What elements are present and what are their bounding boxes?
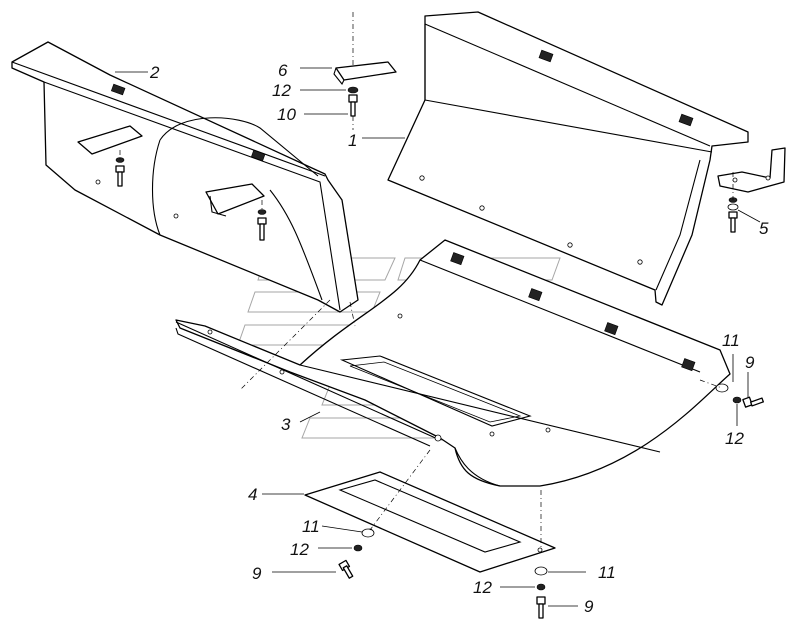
callout-11-bot: 11 — [598, 563, 616, 582]
part-9-bolt-right — [742, 396, 764, 408]
part-4-plate — [304, 471, 556, 573]
leader-lines — [115, 67, 761, 607]
part-11-washer-bot — [534, 566, 548, 576]
callout-4: 4 — [248, 485, 257, 504]
part-10-bolt — [348, 94, 358, 117]
part-3-lower-guard — [175, 239, 731, 487]
part-6-bracket — [333, 61, 397, 86]
part-11-washer-right — [715, 383, 729, 393]
callout-1: 1 — [348, 131, 357, 150]
callout-11-right: 11 — [722, 331, 740, 350]
part-2-bolt-left — [115, 157, 125, 187]
part-9-bolt-bot — [536, 596, 546, 619]
callout-5: 5 — [759, 219, 769, 238]
callout-11-low: 11 — [302, 517, 320, 536]
part-12-lockwasher-right — [732, 396, 742, 404]
part-11-washer-low — [361, 528, 375, 538]
callout-12-top: 12 — [272, 81, 291, 100]
part-12-lockwasher-low — [353, 544, 363, 552]
callout-9-bot: 9 — [584, 597, 594, 616]
part-5-bracket — [717, 147, 786, 193]
callout-6: 6 — [278, 61, 288, 80]
callout-9-right: 9 — [745, 353, 755, 372]
callout-2: 2 — [149, 63, 160, 82]
callout-12-right: 12 — [725, 429, 744, 448]
part-2-bolt-right — [257, 209, 267, 241]
callout-12-low: 12 — [290, 540, 309, 559]
callout-3: 3 — [281, 415, 291, 434]
callout-labels: 2 1 6 12 10 5 3 11 9 12 4 11 12 9 11 12 … — [149, 61, 769, 616]
part-2-left-cover — [11, 41, 359, 313]
part-9-bolt-low — [338, 559, 354, 579]
part-12-lockwasher-bot — [536, 583, 546, 591]
part-1-upper-shield — [387, 11, 749, 306]
part-5-bolt — [727, 197, 739, 233]
part-12-washer-top — [347, 86, 359, 94]
callout-10: 10 — [277, 105, 296, 124]
callout-9-low: 9 — [252, 564, 262, 583]
callout-12-bot: 12 — [473, 578, 492, 597]
assembly-axes — [119, 12, 734, 550]
